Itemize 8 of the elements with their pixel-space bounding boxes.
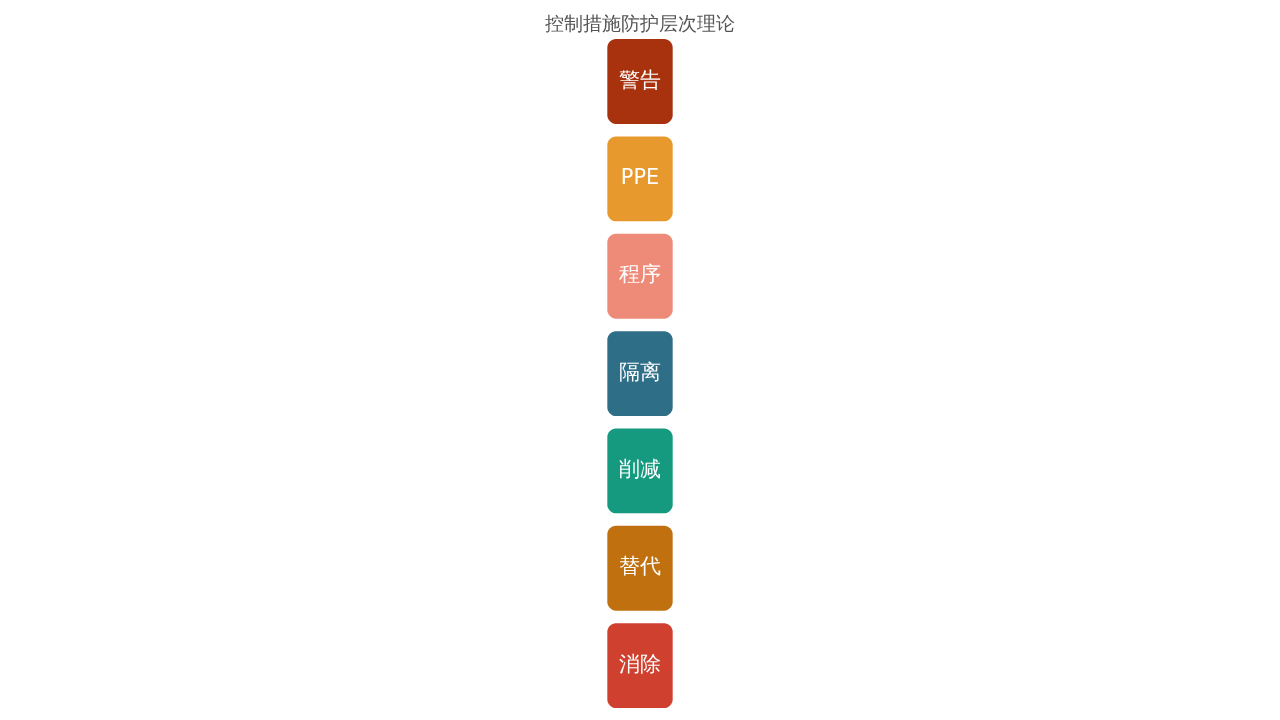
- node-box: 隔离: [607, 331, 673, 416]
- node-box: 警告: [607, 39, 673, 124]
- node-box: 削减: [607, 428, 673, 514]
- node-box: 程序: [607, 233, 673, 319]
- node-box: 替代: [607, 525, 673, 611]
- diagram-title: 控制措施防护层次理论: [545, 12, 735, 36]
- node-box: 消除: [607, 623, 673, 709]
- node-box: PPE: [607, 136, 673, 222]
